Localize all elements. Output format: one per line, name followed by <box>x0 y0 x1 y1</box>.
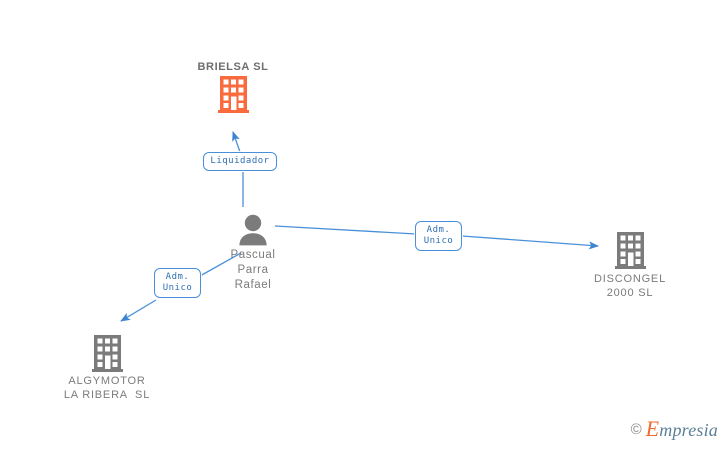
node-pascual-label: Pascual Parra Rafael <box>230 249 276 291</box>
brand-name: Empresia <box>646 416 718 442</box>
relation-label-adm-unico-discongel[interactable]: Adm. Unico <box>415 221 462 251</box>
node-algymotor-label: ALGYMOTOR LA RIBERA SL <box>63 375 151 401</box>
building-icon <box>168 74 298 114</box>
node-pascual[interactable]: Pascual Parra Rafael <box>198 212 308 293</box>
node-brielsa-label: BRIELSA SL <box>197 61 269 73</box>
brand-rest: mpresia <box>659 420 718 440</box>
relation-label-adm-unico-algymotor[interactable]: Adm. Unico <box>154 268 201 298</box>
node-algymotor[interactable]: ALGYMOTOR LA RIBERA SL <box>42 332 172 402</box>
building-icon <box>567 230 693 272</box>
building-icon <box>42 332 172 374</box>
node-discongel-label: DISCONGEL 2000 SL <box>594 273 666 299</box>
empresia-watermark: © Empresia <box>631 416 718 442</box>
copyright-icon: © <box>630 420 642 438</box>
brand-initial: E <box>645 416 660 441</box>
node-brielsa[interactable]: BRIELSA SL <box>168 60 298 114</box>
person-icon <box>198 212 308 248</box>
node-discongel[interactable]: DISCONGEL 2000 SL <box>567 230 693 300</box>
relation-label-liquidador[interactable]: Liquidador <box>203 152 277 171</box>
